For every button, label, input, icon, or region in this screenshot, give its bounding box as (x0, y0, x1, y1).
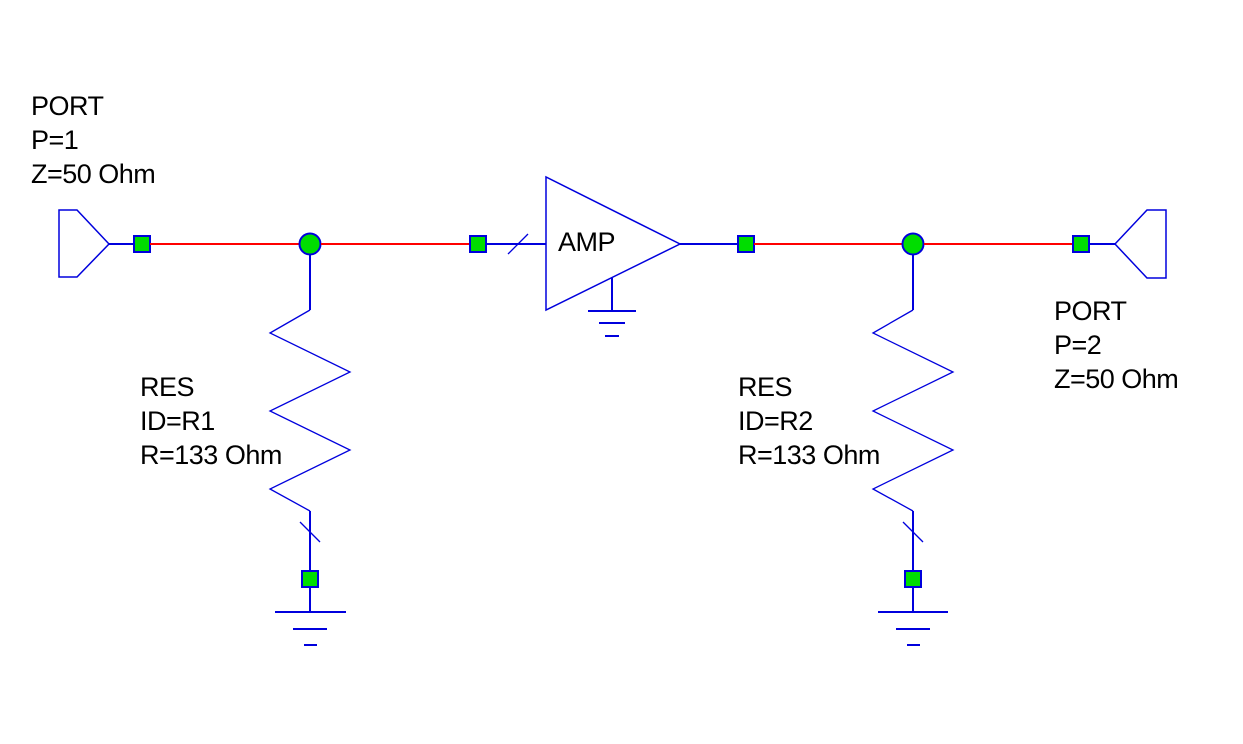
r2-ground-symbol[interactable] (878, 587, 948, 646)
node-amp-input[interactable] (469, 235, 487, 253)
port2-label-p[interactable]: P=2 (1054, 330, 1102, 360)
resistor-r1-symbol[interactable] (268, 255, 352, 571)
junction1-node[interactable] (298, 232, 322, 256)
port1-label-p[interactable]: P=1 (31, 125, 79, 155)
node-r2-ground[interactable] (904, 570, 922, 588)
port2-label[interactable]: PORT P=2 Z=50 Ohm (1054, 294, 1179, 396)
port1-symbol[interactable] (58, 209, 134, 278)
port2-symbol[interactable] (1089, 209, 1167, 279)
port1-label[interactable]: PORT P=1 Z=50 Ohm (31, 89, 156, 191)
r1-zigzag-icon[interactable] (268, 309, 352, 512)
amp-input-tick-icon (507, 233, 529, 255)
junction2-node[interactable] (901, 232, 925, 256)
res1-label-name[interactable]: RES (140, 372, 195, 402)
amp-label[interactable]: AMP (558, 227, 616, 257)
r2-ground-icon (878, 611, 948, 646)
port1-arrow-icon[interactable] (58, 209, 111, 278)
node-r1-ground[interactable] (301, 570, 319, 588)
res1-label-r[interactable]: R=133 Ohm (140, 440, 282, 470)
res2-label-r[interactable]: R=133 Ohm (738, 440, 880, 470)
amp-ground-icon (588, 310, 636, 337)
r2-tick-icon (902, 521, 924, 543)
res2-label-name[interactable]: RES (738, 372, 793, 402)
amp-symbol[interactable] (486, 175, 738, 337)
node-port1[interactable] (133, 235, 151, 253)
node-amp-output[interactable] (737, 235, 755, 253)
port1-label-z[interactable]: Z=50 Ohm (31, 159, 156, 189)
node-port2[interactable] (1072, 235, 1090, 253)
port2-label-z[interactable]: Z=50 Ohm (1054, 364, 1179, 394)
amp-triangle-icon[interactable] (545, 175, 682, 312)
r1-ground-icon (275, 611, 346, 646)
r1-ground-symbol[interactable] (275, 587, 346, 646)
resistor-r2-symbol[interactable] (871, 255, 955, 571)
res1-label[interactable]: RES ID=R1 R=133 Ohm (140, 370, 282, 472)
res2-label[interactable]: RES ID=R2 R=133 Ohm (738, 370, 880, 472)
port2-arrow-icon[interactable] (1113, 209, 1167, 279)
port2-label-name[interactable]: PORT (1054, 296, 1127, 326)
r2-zigzag-icon[interactable] (871, 309, 955, 512)
res2-label-id[interactable]: ID=R2 (738, 406, 813, 436)
r1-tick-icon (299, 521, 321, 543)
res1-label-id[interactable]: ID=R1 (140, 406, 215, 436)
port1-label-name[interactable]: PORT (31, 91, 104, 121)
